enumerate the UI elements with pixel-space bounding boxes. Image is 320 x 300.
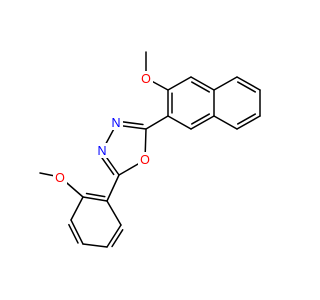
- double-bond-A5-A6: [191, 113, 211, 125]
- double-bond-P1-P2: [85, 192, 106, 198]
- atom-label-methoxy-oxygen-phenyl: O: [55, 171, 65, 185]
- bond-P2-P3: [70, 196, 84, 221]
- atom-label-o1: O: [140, 153, 150, 167]
- bond-B4-B5: [236, 115, 261, 130]
- bond-B5-A5: [213, 115, 238, 130]
- atom-label-methoxy-oxygen-naphthyl: O: [141, 72, 151, 86]
- bond-A4-B2: [213, 76, 238, 91]
- bond-network: [39, 51, 261, 248]
- molecule-structure: N N O O O: [39, 51, 261, 248]
- double-bond-C2-N3: [119, 120, 144, 126]
- naphthalene-methoxy-group: O: [139, 71, 153, 86]
- bond-P6-P1: [106, 200, 122, 226]
- bond-C5-P1: [106, 174, 120, 202]
- bond-C2-A1: [145, 115, 169, 130]
- bond-A5-A6: [190, 115, 215, 130]
- bond-B2-B3: [236, 76, 261, 91]
- double-bond-P3-P4: [68, 223, 79, 244]
- bond-P3-P4: [70, 219, 84, 245]
- atom-label-n3: N: [111, 116, 120, 130]
- bond-A6-A1: [167, 115, 192, 130]
- double-bond-N4-C5: [100, 155, 115, 176]
- bond-A2-A3: [167, 76, 192, 91]
- oxadiazole-ring: N N O: [95, 115, 152, 167]
- phenyl-methoxy-group: O: [53, 170, 67, 185]
- bond-A3-A4: [190, 76, 215, 91]
- bond-P4-P5: [82, 243, 108, 248]
- double-bond-P5-P6: [111, 229, 124, 248]
- bond-P5-P6: [106, 224, 122, 248]
- double-bond-B4-B5: [237, 113, 257, 125]
- double-bond-B2-B3: [237, 81, 257, 93]
- atom-label-n4: N: [97, 144, 106, 158]
- bond-P1-P2: [82, 196, 108, 202]
- double-bond-A3-A4: [191, 81, 211, 93]
